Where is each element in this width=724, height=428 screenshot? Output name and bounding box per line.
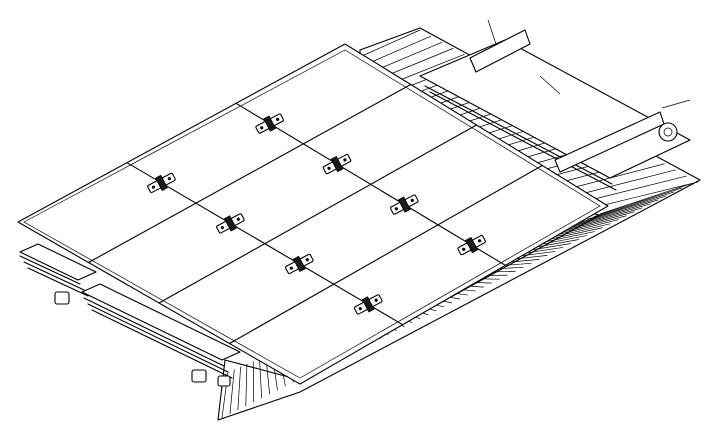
clamp-hole — [167, 177, 172, 181]
panel-seam-row — [158, 124, 478, 304]
roof-rib — [574, 199, 659, 226]
clamp-bolt — [465, 236, 479, 254]
clamp-hole — [358, 307, 362, 311]
roof-rib — [229, 369, 235, 415]
solar-panel-array — [17, 43, 609, 385]
roof-rib — [599, 181, 699, 207]
clamp-bolt — [263, 115, 277, 132]
clamp-bolt — [330, 155, 344, 173]
module-clamp — [353, 294, 383, 315]
roof-rib — [599, 183, 691, 215]
clamp-hole — [305, 258, 309, 262]
clamp-hole — [289, 266, 293, 270]
clamp-hole — [478, 239, 482, 243]
roof-rib — [555, 211, 635, 234]
clamp-hole — [410, 198, 414, 202]
module-clamp — [216, 213, 245, 234]
roof-rib — [245, 363, 248, 407]
clamp-hole — [343, 158, 347, 162]
roof-rib — [590, 175, 687, 201]
roof-rib — [593, 187, 683, 218]
rail-end-bracket — [54, 291, 70, 305]
roof-rib — [399, 53, 465, 81]
clamp-hole — [327, 166, 331, 170]
roof-rib — [562, 207, 643, 231]
clamp-hole — [236, 217, 240, 221]
roof-rib — [361, 29, 421, 57]
left-mounting-rail-upper — [19, 243, 97, 305]
rail-end-cap — [658, 122, 678, 142]
module-clamp — [390, 194, 419, 215]
roof-rib — [571, 163, 665, 189]
upper-cross-bracket — [469, 29, 531, 73]
module-clamp — [457, 234, 486, 256]
roof-rib — [252, 361, 255, 403]
panel-seams — [87, 83, 543, 345]
rail-end-bracket — [191, 369, 207, 383]
clamp-hole — [276, 117, 280, 121]
clamp-bolt — [154, 174, 168, 192]
rail-end-bracket — [217, 375, 231, 387]
module-clamp — [322, 153, 352, 175]
clamp-bolt — [361, 296, 375, 313]
clamp-bolt — [397, 196, 411, 213]
roof-rib — [390, 47, 454, 75]
roof-rib — [259, 358, 263, 399]
roof-rib — [380, 41, 443, 69]
clamp-bolt — [292, 255, 306, 273]
roof-rib — [580, 169, 676, 195]
clamp-hole — [394, 207, 398, 211]
clamp-hole — [374, 298, 378, 302]
roof-rib — [237, 366, 241, 411]
panel-seam-row — [228, 164, 543, 345]
clamp-hole — [260, 126, 264, 130]
roof-rib — [587, 191, 675, 220]
module-clamp — [147, 172, 176, 194]
module-clamp — [285, 253, 314, 275]
clamp-hole — [462, 247, 466, 251]
clamp-bolt — [223, 215, 237, 232]
module-clamp — [255, 113, 284, 134]
roof-rib — [580, 195, 667, 223]
panel-seam-column — [235, 102, 506, 266]
roof-rib — [371, 35, 432, 63]
module-clamps — [147, 113, 486, 315]
clamp-hole — [151, 185, 156, 189]
left-mounting-rail-lower — [81, 283, 241, 387]
panel-seam-row — [87, 83, 412, 264]
clamp-hole — [220, 226, 225, 230]
roof-rib — [568, 203, 651, 228]
panel-seam-column — [126, 162, 404, 326]
